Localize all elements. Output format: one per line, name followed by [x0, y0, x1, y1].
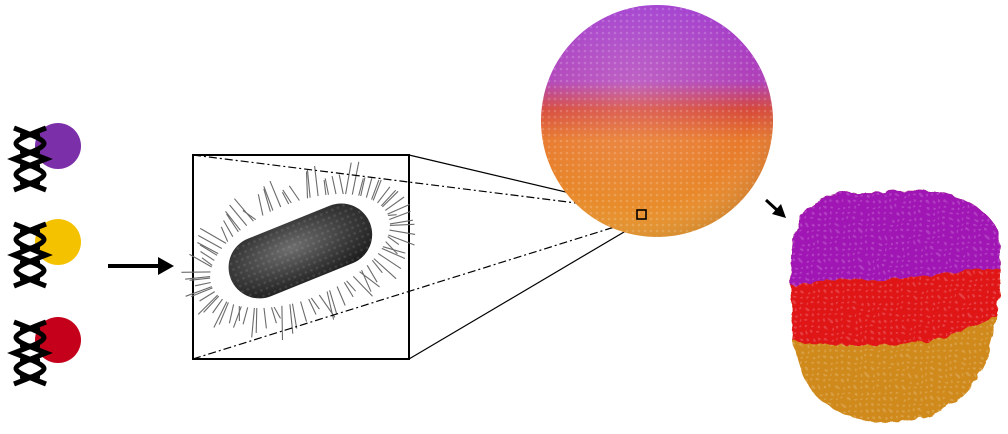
- gene-yellow: [14, 219, 81, 286]
- double-helix-icon: [14, 322, 46, 384]
- right-arrow-icon: [108, 257, 174, 275]
- gene-list: [14, 123, 81, 384]
- diagonal-arrow-icon: [766, 200, 786, 218]
- double-helix-icon: [14, 224, 46, 286]
- cell-colony-sphere: [541, 5, 773, 237]
- gene-purple: [14, 123, 81, 190]
- gene-red: [14, 317, 81, 384]
- sorted-cell-cluster: [780, 180, 1008, 430]
- double-helix-icon: [14, 128, 46, 190]
